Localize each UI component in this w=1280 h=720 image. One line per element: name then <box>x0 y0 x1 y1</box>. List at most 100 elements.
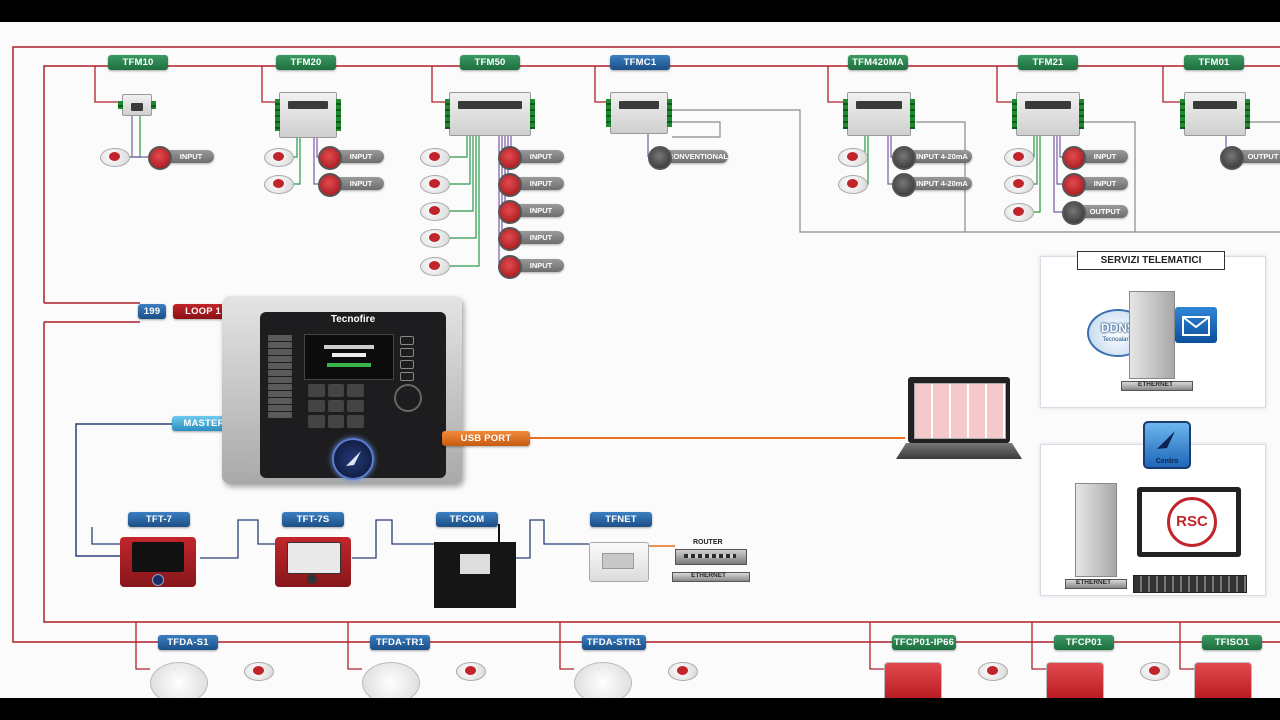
tft7s-keypad[interactable] <box>275 537 351 587</box>
smoke-sensor-icon <box>1140 662 1170 681</box>
router-ethernet-label: ETHERNET <box>691 572 727 579</box>
io-label: OUTPUT <box>1074 205 1128 218</box>
panel-side-buttons[interactable] <box>400 336 414 381</box>
sensor-wire <box>448 134 477 239</box>
laptop-screen <box>914 383 1006 439</box>
device-wire <box>316 136 318 158</box>
conventional-wire <box>672 109 1280 233</box>
panel-brand: Tecnofire <box>330 314 376 325</box>
smoke-sensor-icon <box>420 229 450 248</box>
panel-menu-list <box>268 334 292 419</box>
control-panel[interactable]: Tecnofire <box>222 296 462 484</box>
module-tfmc1[interactable] <box>606 92 672 134</box>
io-label: INPUT <box>160 150 214 163</box>
ddns-sublabel: Tecnoalarm <box>1102 337 1134 343</box>
io-label: INPUT <box>1074 150 1128 163</box>
centro-panel: Centro RSC ETHERNET <box>1040 421 1266 596</box>
router-label: ROUTER <box>693 539 723 546</box>
router-ethernet-bar: ETHERNET <box>672 572 750 582</box>
device-wire <box>131 114 148 158</box>
module-tfm10[interactable] <box>118 94 156 116</box>
sensor-wire <box>1032 134 1041 213</box>
panel-dpad[interactable] <box>394 384 422 412</box>
bottom-device-tfda-tr1 <box>362 662 420 698</box>
centro-label: Centro <box>1155 458 1179 465</box>
smoke-sensor-icon <box>1004 148 1034 167</box>
module-tfm420ma[interactable] <box>843 92 915 136</box>
smoke-sensor-icon <box>668 662 698 681</box>
centro-ethernet-label: ETHERNET <box>1076 579 1112 586</box>
telematic-ethernet-bar: ETHERNET <box>1121 381 1193 391</box>
tfm21-wire <box>1082 121 1136 232</box>
bottom-device-tfcp01-ip66 <box>884 662 942 698</box>
device-wire <box>1059 134 1062 158</box>
tag-tfm10: TFM10 <box>108 55 168 70</box>
bottom-device-tfiso1 <box>1194 662 1252 698</box>
usb-port-label: USB PORT <box>442 431 530 446</box>
io-label: INPUT 4-20mA <box>904 177 972 190</box>
module-tfm21[interactable] <box>1012 92 1084 136</box>
io-label: INPUT 4-20mA <box>904 150 972 163</box>
module-tfm50[interactable] <box>445 92 535 136</box>
bottom-device-tfda-s1 <box>150 662 208 698</box>
input-device-icon <box>892 173 916 197</box>
panel-logo-button[interactable] <box>332 438 374 480</box>
telematic-services-panel: SERVIZI TELEMATICI DDNS Tecnoalarm ETHER… <box>1040 251 1266 408</box>
telematic-ethernet-label: ETHERNET <box>1138 381 1174 388</box>
smoke-sensor-icon <box>456 662 486 681</box>
device-wire <box>1056 134 1062 185</box>
bottom-device-tfda-str1 <box>574 662 632 698</box>
tag-tfda-s1: TFDA-S1 <box>158 635 218 650</box>
sensor-wire <box>448 134 468 158</box>
centro-server-tower <box>1075 483 1117 577</box>
tecnofire-logo-icon <box>346 451 361 466</box>
sensor-wire <box>448 134 474 212</box>
input-device-icon <box>318 173 342 197</box>
tag-tft7s: TFT-7S <box>282 512 344 527</box>
bus-tfcom <box>352 519 434 559</box>
ddns-label: DDNS <box>1100 321 1135 335</box>
smoke-sensor-icon <box>420 202 450 221</box>
tag-tfm420ma: TFM420MA <box>848 55 908 70</box>
loop-label: LOOP 1 <box>173 304 233 319</box>
panel-display <box>304 334 394 380</box>
drop-tfm20 <box>261 66 275 103</box>
master-bus-line <box>75 423 176 557</box>
centro-icon: Centro <box>1143 421 1191 469</box>
panel-keypad[interactable] <box>308 384 364 428</box>
telematic-title: SERVIZI TELEMATICI <box>1077 251 1225 270</box>
drop-tfm10 <box>94 66 122 103</box>
tag-tfda-str1: TFDA-STR1 <box>582 635 646 650</box>
module-tfm20[interactable] <box>275 92 341 138</box>
smoke-sensor-icon <box>420 148 450 167</box>
io-label: INPUT <box>1074 177 1128 190</box>
bus-tfnet <box>516 519 589 559</box>
drop-tfm21 <box>996 66 1012 103</box>
rsc-logo: RSC <box>1167 497 1217 547</box>
tft7-keypad[interactable] <box>120 537 196 587</box>
drop-tfm420 <box>827 66 843 103</box>
centro-ethernet-bar: ETHERNET <box>1065 579 1127 589</box>
input-device-icon <box>1062 146 1086 170</box>
top-black-bar <box>0 0 1280 22</box>
siren-icon <box>1062 201 1086 225</box>
io-label: INPUT <box>510 204 564 217</box>
router <box>675 549 747 565</box>
drop-tfm50 <box>431 66 449 103</box>
loop-left-count: 199 <box>138 304 166 319</box>
device-wire <box>1053 134 1062 213</box>
bottom-drop-line <box>135 622 150 670</box>
smoke-sensor-icon <box>1004 203 1034 222</box>
bus-tft7s <box>200 519 275 559</box>
device-wire <box>313 136 318 185</box>
input-device-icon <box>648 146 672 170</box>
module-tfm01[interactable] <box>1180 92 1250 136</box>
tag-tfcp01: TFCP01 <box>1054 635 1114 650</box>
input-device-icon <box>498 173 522 197</box>
input-device-icon <box>318 146 342 170</box>
input-device-icon <box>148 146 172 170</box>
centro-monitor: RSC <box>1137 487 1241 557</box>
drop-tfmc1 <box>594 66 608 103</box>
smoke-sensor-icon <box>838 175 868 194</box>
io-label: INPUT <box>330 150 384 163</box>
